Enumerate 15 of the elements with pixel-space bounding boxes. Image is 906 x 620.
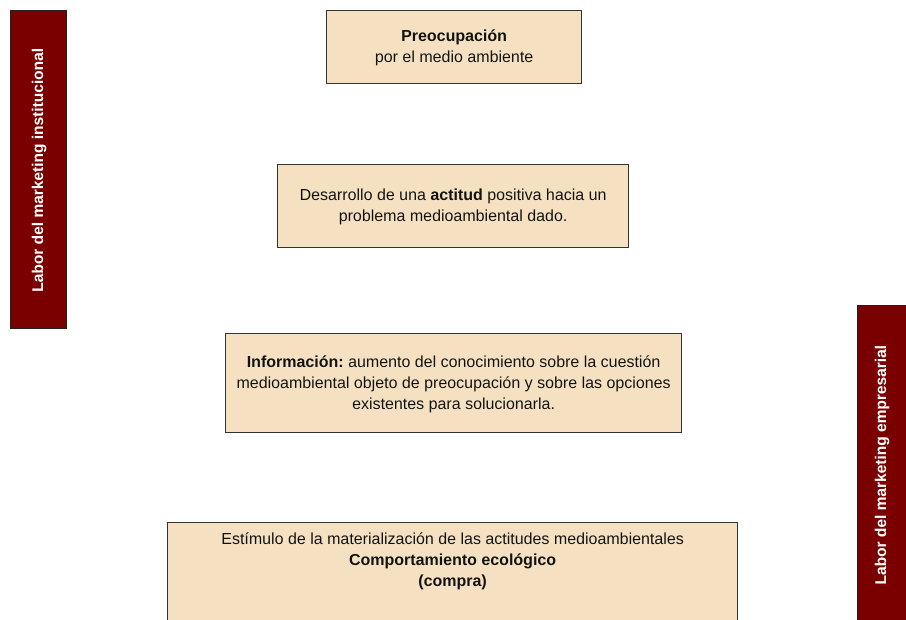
step-box	[167, 522, 738, 620]
banner-label: Labor del marketing empresarial	[873, 345, 891, 585]
vertical-banner	[10, 10, 67, 329]
banner-label: Labor del marketing institucional	[30, 48, 48, 292]
vertical-banner	[857, 305, 906, 620]
step-text: Información: aumento del conocimiento sobre la cuestión medioambiental objeto de preocupación y sobre las opciones existentes para solucionarla.	[235, 352, 672, 414]
step-text: Estímulo de la materialización de las actitudes medioambientales	[221, 530, 684, 550]
step-box	[326, 10, 582, 84]
step-box	[225, 333, 682, 433]
step-text: (compra)	[418, 572, 487, 592]
step-text: Desarrollo de una actitud positiva hacia un problema medioambiental dado.	[298, 186, 608, 227]
step-box	[277, 164, 629, 248]
step-text: por el medio ambiente	[374, 48, 534, 68]
step-text: Preocupación	[401, 27, 507, 47]
step-text: Comportamiento ecológico	[348, 551, 556, 571]
